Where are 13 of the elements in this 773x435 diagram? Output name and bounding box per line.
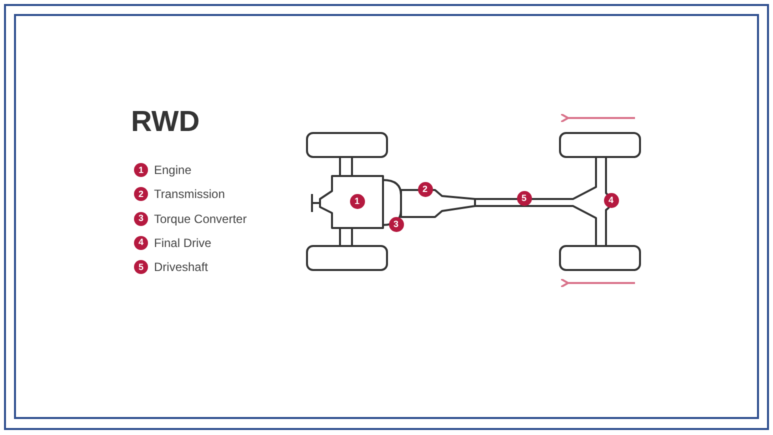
- title: RWD: [131, 108, 200, 137]
- number-badge: 4: [134, 236, 148, 250]
- legend-text: Final Drive: [154, 236, 212, 249]
- number-badge: 1: [134, 163, 148, 177]
- number-badge: 2: [134, 187, 148, 202]
- number-badge: 3: [134, 212, 148, 226]
- legend-text: Engine: [154, 164, 192, 176]
- legend-text: Torque Converter: [154, 212, 247, 225]
- legend-text: Driveshaft: [154, 261, 208, 274]
- number-badge: 5: [134, 260, 148, 274]
- legend-text: Transmission: [154, 188, 225, 200]
- callout-number: 5: [516, 190, 532, 206]
- callout-number: 2: [418, 182, 432, 196]
